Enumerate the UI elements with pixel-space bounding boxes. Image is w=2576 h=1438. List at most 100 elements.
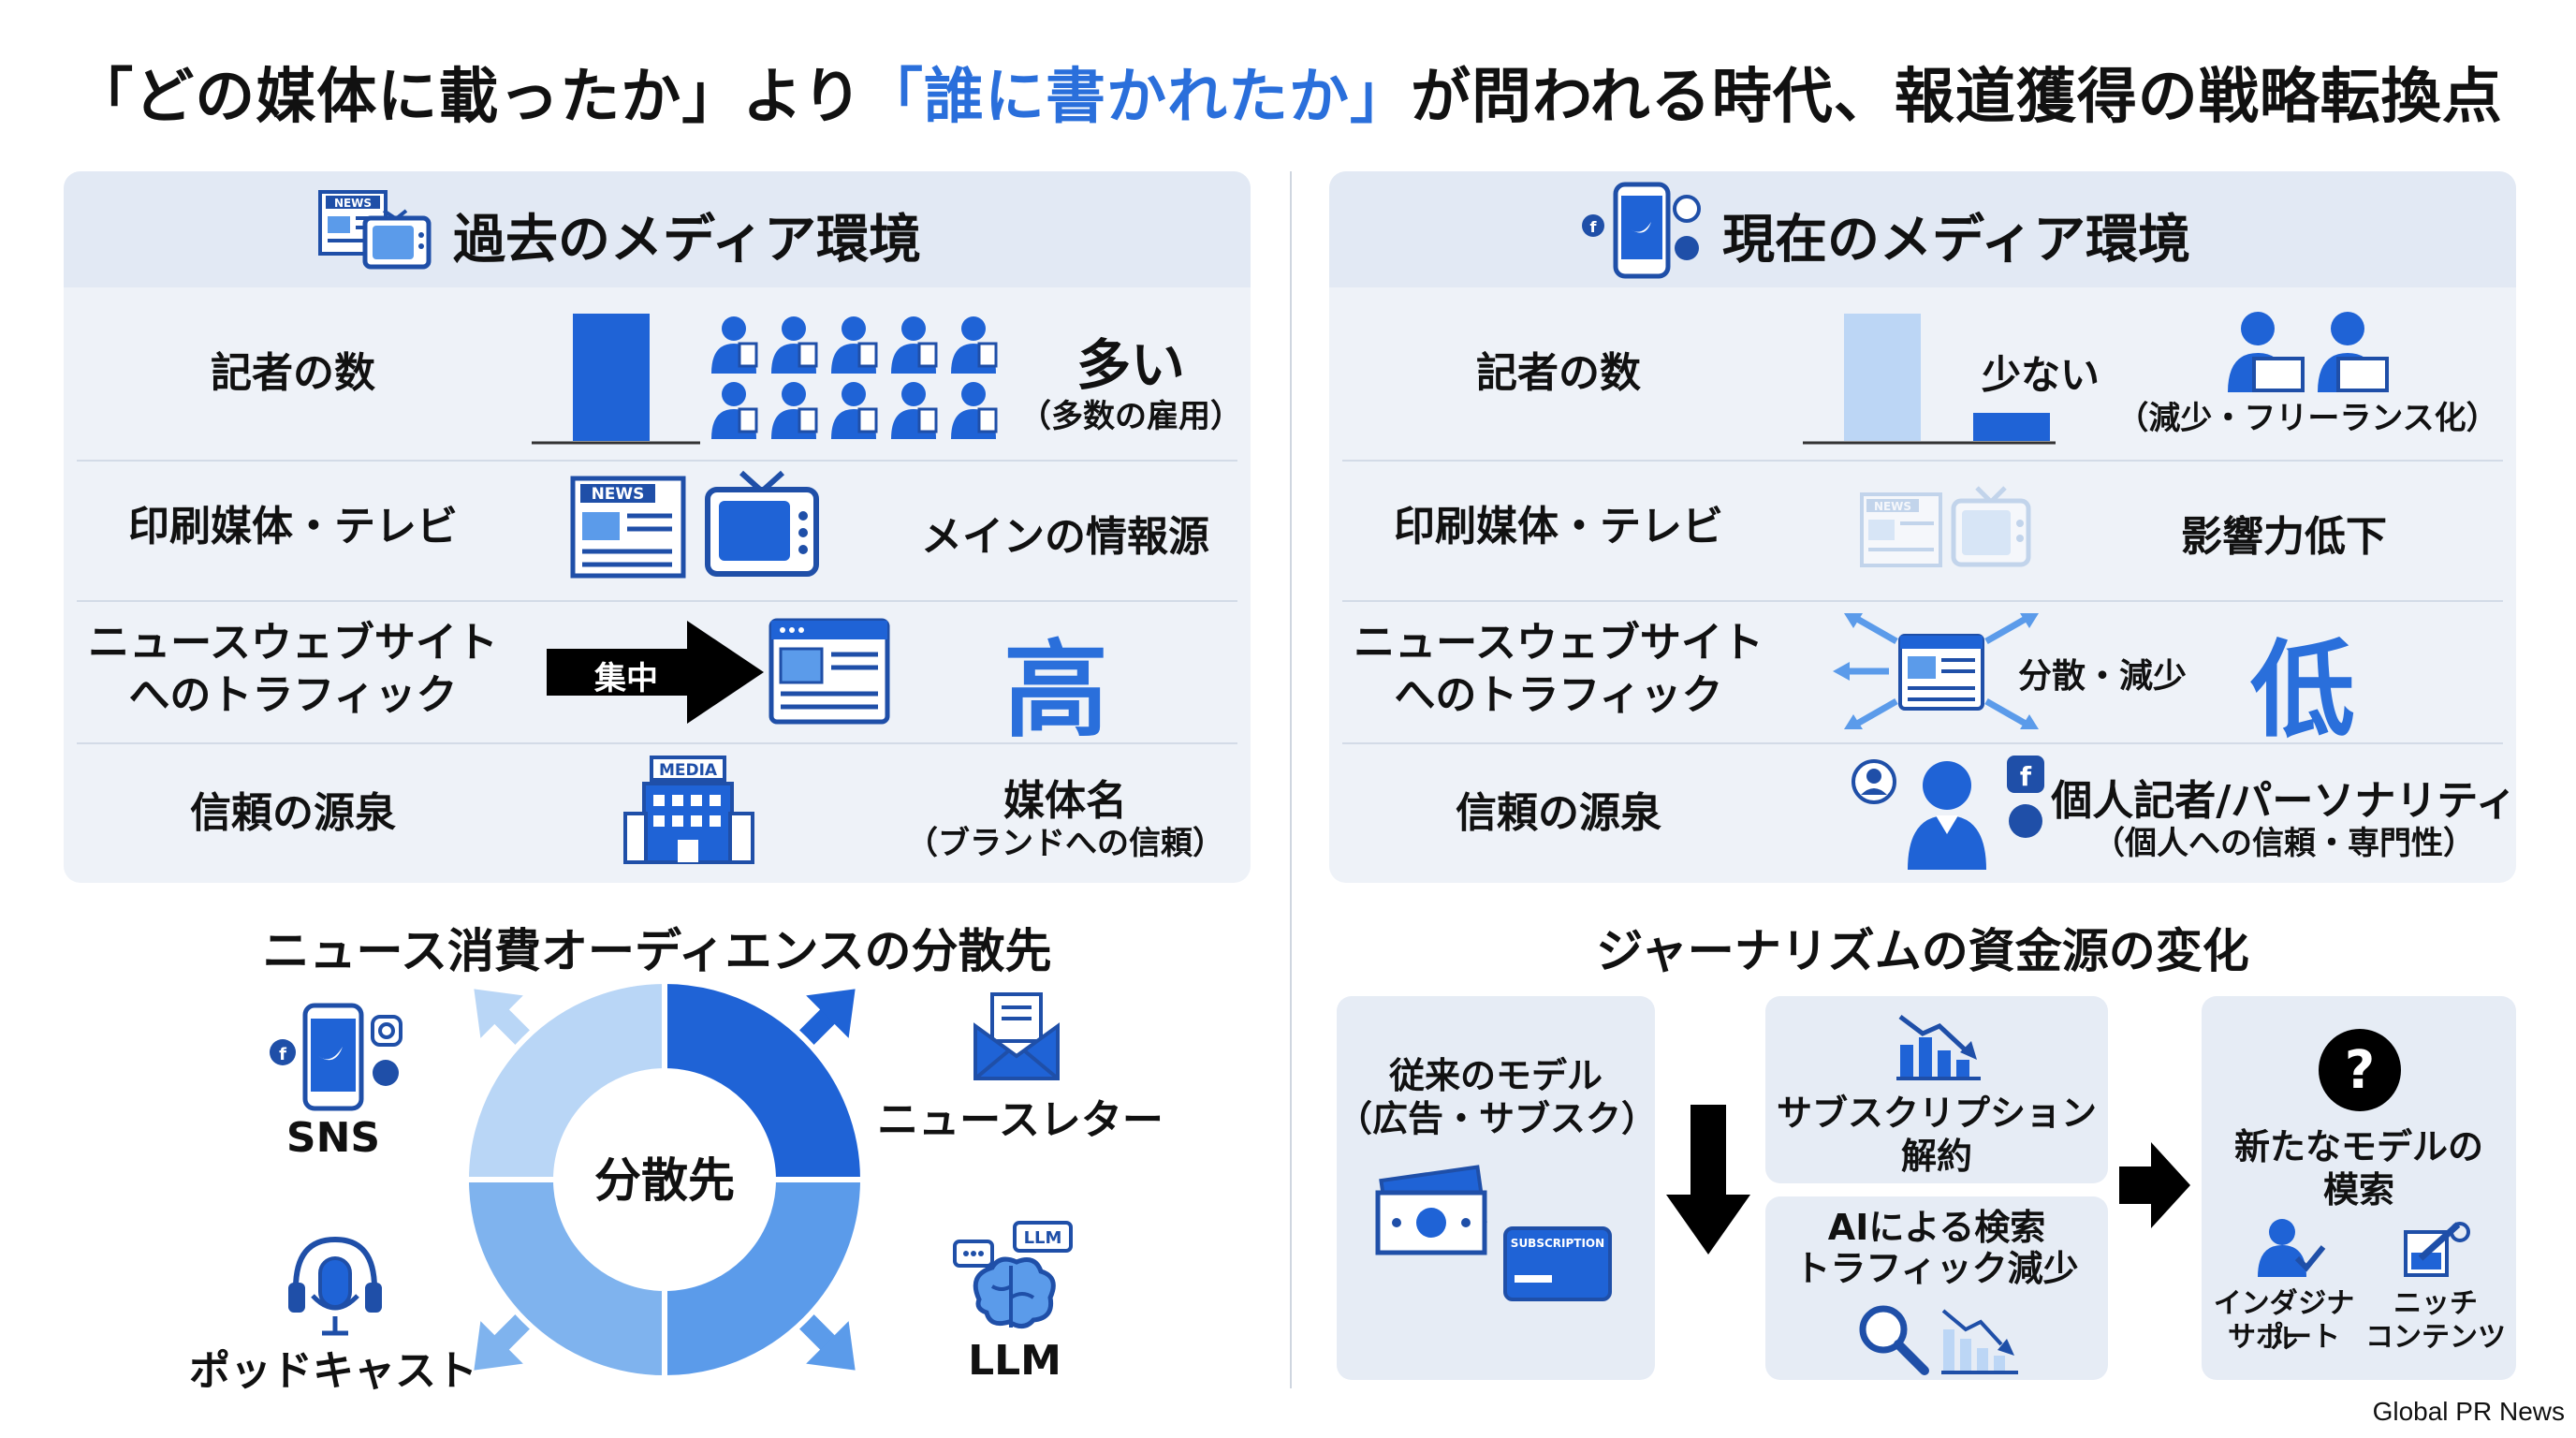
journalist-icon <box>951 316 998 374</box>
present-panel-header <box>1329 171 2516 287</box>
freelancer-icon <box>2228 312 2389 392</box>
page-title: 「どの媒体に載ったか」より「誰に書かれたか」が問われる時代、報道獲得の戦略転換点 <box>0 49 2576 135</box>
present-web-label-1: ニュースウェブサイト <box>1354 619 1764 667</box>
donut-slice-3 <box>462 1177 667 1382</box>
present-journalists-label: 記者の数 <box>1476 349 1641 397</box>
journalist-icon <box>771 382 818 439</box>
present-heading: 現在のメディア環境 <box>1722 210 2191 271</box>
row-divider <box>1342 460 2503 462</box>
journalist-icon <box>771 316 818 374</box>
funding-title: ジャーナリズムの資金源の変化 <box>1596 924 2249 978</box>
title-highlight: 「誰に書かれたか」 <box>862 63 1411 132</box>
niche-content-line1: ニッチ <box>2393 1287 2478 1320</box>
sns-phone-icon: f <box>270 1003 402 1111</box>
right-arrow-icon <box>2119 1142 2190 1228</box>
subscription-badge: SUBSCRIPTION <box>1511 1237 1604 1250</box>
journalist-icon <box>891 382 938 439</box>
journalist-icon <box>711 316 758 374</box>
traffic-decline-icon <box>1941 1309 2018 1374</box>
news-badge: NEWS <box>1874 500 1911 513</box>
svg-text:?: ? <box>2345 1040 2375 1101</box>
individual-support-line1: インダジナル <box>2213 1287 2355 1356</box>
news-tv-icon: NEWS <box>318 190 432 270</box>
present-trust-label: 信頼の源泉 <box>1456 789 1661 837</box>
journalist-icon <box>891 316 938 374</box>
smartphone-social-icon: f <box>1582 182 1701 279</box>
center-divider <box>1290 171 1292 1388</box>
past-trust-label: 信頼の源泉 <box>190 789 396 837</box>
donut-slice-1 <box>662 977 867 1182</box>
present-journalists-value: 少ない <box>1981 352 2100 398</box>
news-badge: NEWS <box>592 485 645 504</box>
svg-text:f: f <box>1590 218 1598 236</box>
present-panel: f 現在のメディア環境 記者の数 少ない （減少・フリーランス化） 印刷媒体・テ… <box>1329 171 2517 883</box>
present-web-label-2: へのトラフィック <box>1394 671 1723 719</box>
individual-support-icon <box>2258 1219 2326 1277</box>
podcast-label: ポッドキャスト <box>189 1347 477 1395</box>
row-divider <box>77 742 1237 744</box>
scatter-arrows-icon <box>1833 613 2039 729</box>
audience-title: ニュース消費オーディエンスの分散先 <box>262 924 1052 978</box>
newsletter-label: ニュースレター <box>877 1096 1164 1144</box>
past-panel: NEWS 過去のメディア環境 記者の数 <box>64 171 1251 883</box>
journalist-icon <box>831 382 878 439</box>
present-print-tv-value: 影響力低下 <box>2181 513 2387 561</box>
svg-text:f: f <box>2020 761 2032 792</box>
ai-search-line1: AIによる検索 <box>1827 1207 2046 1248</box>
row-divider <box>77 460 1237 462</box>
magnifier-icon <box>1859 1305 1929 1375</box>
faded-newspaper-icon: NEWS <box>1860 492 1942 567</box>
past-trust-note: （ブランドへの信頼） <box>906 825 1224 862</box>
title-suffix: が問われる時代、報道獲得の戦略転換点 <box>1410 63 2503 132</box>
present-journalist-bar <box>1803 314 2056 445</box>
distribution-arrow-head <box>474 1321 523 1371</box>
past-web-label-2: へのトラフィック <box>128 671 458 719</box>
journalist-crowd <box>700 310 1075 441</box>
distribution-arrow-head <box>806 1321 856 1371</box>
past-print-tv-label: 印刷媒体・テレビ <box>128 503 458 550</box>
present-print-tv-label: 印刷媒体・テレビ <box>1394 503 1723 550</box>
distribution-arrow-head <box>474 989 523 1038</box>
newspaper-icon: NEWS <box>570 476 686 579</box>
present-trust-note: （個人への信頼・専門性） <box>2093 825 2475 862</box>
sns-label: SNS <box>285 1114 381 1162</box>
traditional-model-title: 従来のモデル <box>1388 1055 1603 1096</box>
past-web-label-1: ニュースウェブサイト <box>88 619 498 667</box>
subscription-cancel-line2: 解約 <box>1900 1136 1972 1177</box>
svg-text:f: f <box>279 1045 286 1064</box>
row-divider <box>1342 742 2503 744</box>
journalist-icon <box>831 316 878 374</box>
niche-content-icon <box>2404 1222 2470 1277</box>
media-badge: MEDIA <box>659 761 718 780</box>
subscription-cancel-card: サブスクリプション 解約 <box>1765 996 2108 1183</box>
newsletter-envelope-icon <box>973 992 1060 1080</box>
declining-chart-icon <box>1896 1015 1981 1080</box>
llm-label: LLM <box>968 1337 1061 1385</box>
news-badge: NEWS <box>334 197 372 210</box>
present-web-value: 低 <box>2250 630 2355 752</box>
media-building-icon: MEDIA <box>623 756 754 864</box>
donut-center-label: 分散先 <box>594 1153 735 1208</box>
faded-tv-icon <box>1951 486 2031 567</box>
concentrate-arrow-icon <box>547 621 764 724</box>
past-panel-header <box>64 171 1251 287</box>
past-web-value: 高 <box>1003 630 1108 752</box>
subscription-cancel-line1: サブスクリプション <box>1776 1093 2097 1134</box>
distribution-arrow-head <box>806 989 856 1038</box>
tv-icon <box>705 470 819 577</box>
ai-search-line2: トラフィック減少 <box>1794 1248 2079 1289</box>
row-divider <box>1342 600 2503 602</box>
individual-support-line2: サポート <box>2228 1321 2340 1354</box>
money-card-icon: SUBSCRIPTION <box>1375 1165 1612 1301</box>
traditional-model-card: 従来のモデル （広告・サブスク） SUBSCRIPTION <box>1337 996 1657 1380</box>
down-arrow-icon <box>1666 1105 1750 1255</box>
journalist-icon <box>711 382 758 439</box>
footer-credit: Global PR News <box>2372 1397 2565 1426</box>
new-model-line1: 新たなモデルの <box>2233 1126 2483 1167</box>
present-trust-value: 個人記者/パーソナリティ <box>2051 777 2517 825</box>
past-journalist-bar <box>532 314 700 445</box>
concentrate-label: 集中 <box>594 660 658 697</box>
present-journalists-note: （減少・フリーランス化） <box>2116 400 2498 437</box>
journalist-icon <box>951 382 998 439</box>
podcast-mic-icon <box>288 1236 382 1336</box>
